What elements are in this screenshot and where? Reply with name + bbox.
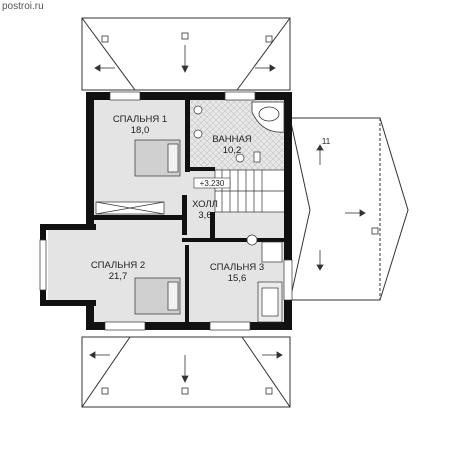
windows [39,91,293,331]
room-area-bedroom-1: 18,0 [131,125,150,136]
level-mark: +3.230 [193,177,231,189]
sink [193,105,261,163]
sofa [257,281,283,323]
wardrobe [95,201,165,215]
roof-markers [101,32,379,395]
bed-2 [134,277,181,315]
interior-walls [94,100,284,323]
room-name-bedroom-2: СПАЛЬНЯ 2 [91,260,145,271]
level-mark-label: +3.230 [200,179,225,188]
roof-arrows [89,45,366,383]
room-area-bedroom-2: 21,7 [109,271,128,282]
room-area-hall: 3,6 [198,210,211,221]
staircase [214,169,286,213]
room-area-bathroom: 10,2 [223,145,242,156]
room-name-bedroom-1: СПАЛЬНЯ 1 [113,114,167,125]
room-area-bedroom-3: 15,6 [228,273,247,284]
bathtub [251,101,285,133]
roof-top [81,17,291,91]
bed-1 [134,139,181,177]
roof-right [289,117,409,301]
desk [246,234,283,263]
site-watermark: postroi.ru [2,1,44,12]
roof-bottom [81,336,291,408]
roof-mark-label: 11 [322,137,331,146]
room-name-bedroom-3: СПАЛЬНЯ 3 [210,262,264,273]
room-name-hall: ХОЛЛ [192,199,218,210]
room-name-bathroom: ВАННАЯ [212,134,251,145]
